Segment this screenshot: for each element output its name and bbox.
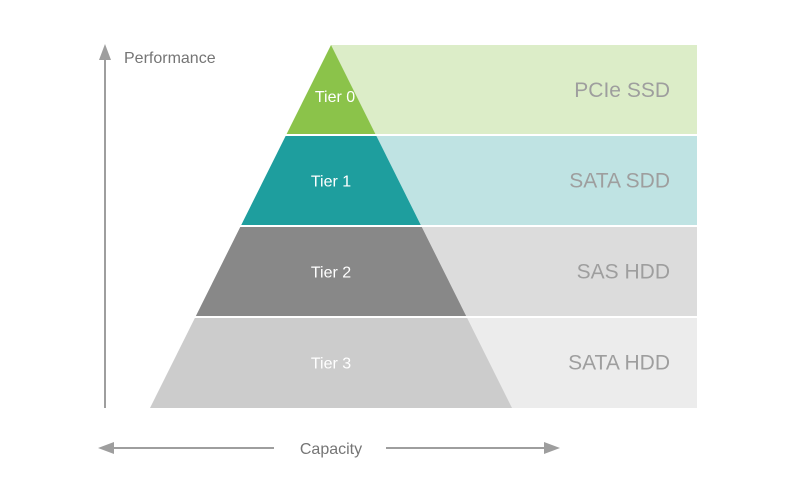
media-label-sas-hdd: SAS HDD [577,261,670,284]
capacity-axis-label: Capacity [300,441,362,458]
pyramid [150,45,512,408]
tier-0-label: Tier 0 [315,89,355,106]
performance-axis-label: Performance [124,50,216,67]
tier-0-segment [286,45,376,135]
performance-axis: Performance [99,44,216,408]
media-label-pcie-ssd: PCIe SSD [574,79,670,102]
capacity-axis: Capacity [98,441,560,458]
tier-3-label: Tier 3 [311,356,351,373]
tier-1-segment [240,135,422,226]
arrow-left-icon [98,442,114,454]
tier-labels: Tier 0 Tier 1 Tier 2 Tier 3 [311,89,355,373]
arrow-up-icon [99,44,111,60]
arrow-right-icon [544,442,560,454]
tier-2-segment [195,226,467,317]
tier-1-label: Tier 1 [311,174,351,191]
tier-3-segment [150,317,512,408]
tier-2-label: Tier 2 [311,265,351,282]
band-pcie-ssd [331,45,697,135]
media-label-sata-hdd: SATA HDD [568,352,670,375]
media-labels: PCIe SSD SATA SDD SAS HDD SATA HDD [568,79,670,375]
tier-separators [193,134,697,318]
media-label-sata-sdd: SATA SDD [569,170,670,193]
